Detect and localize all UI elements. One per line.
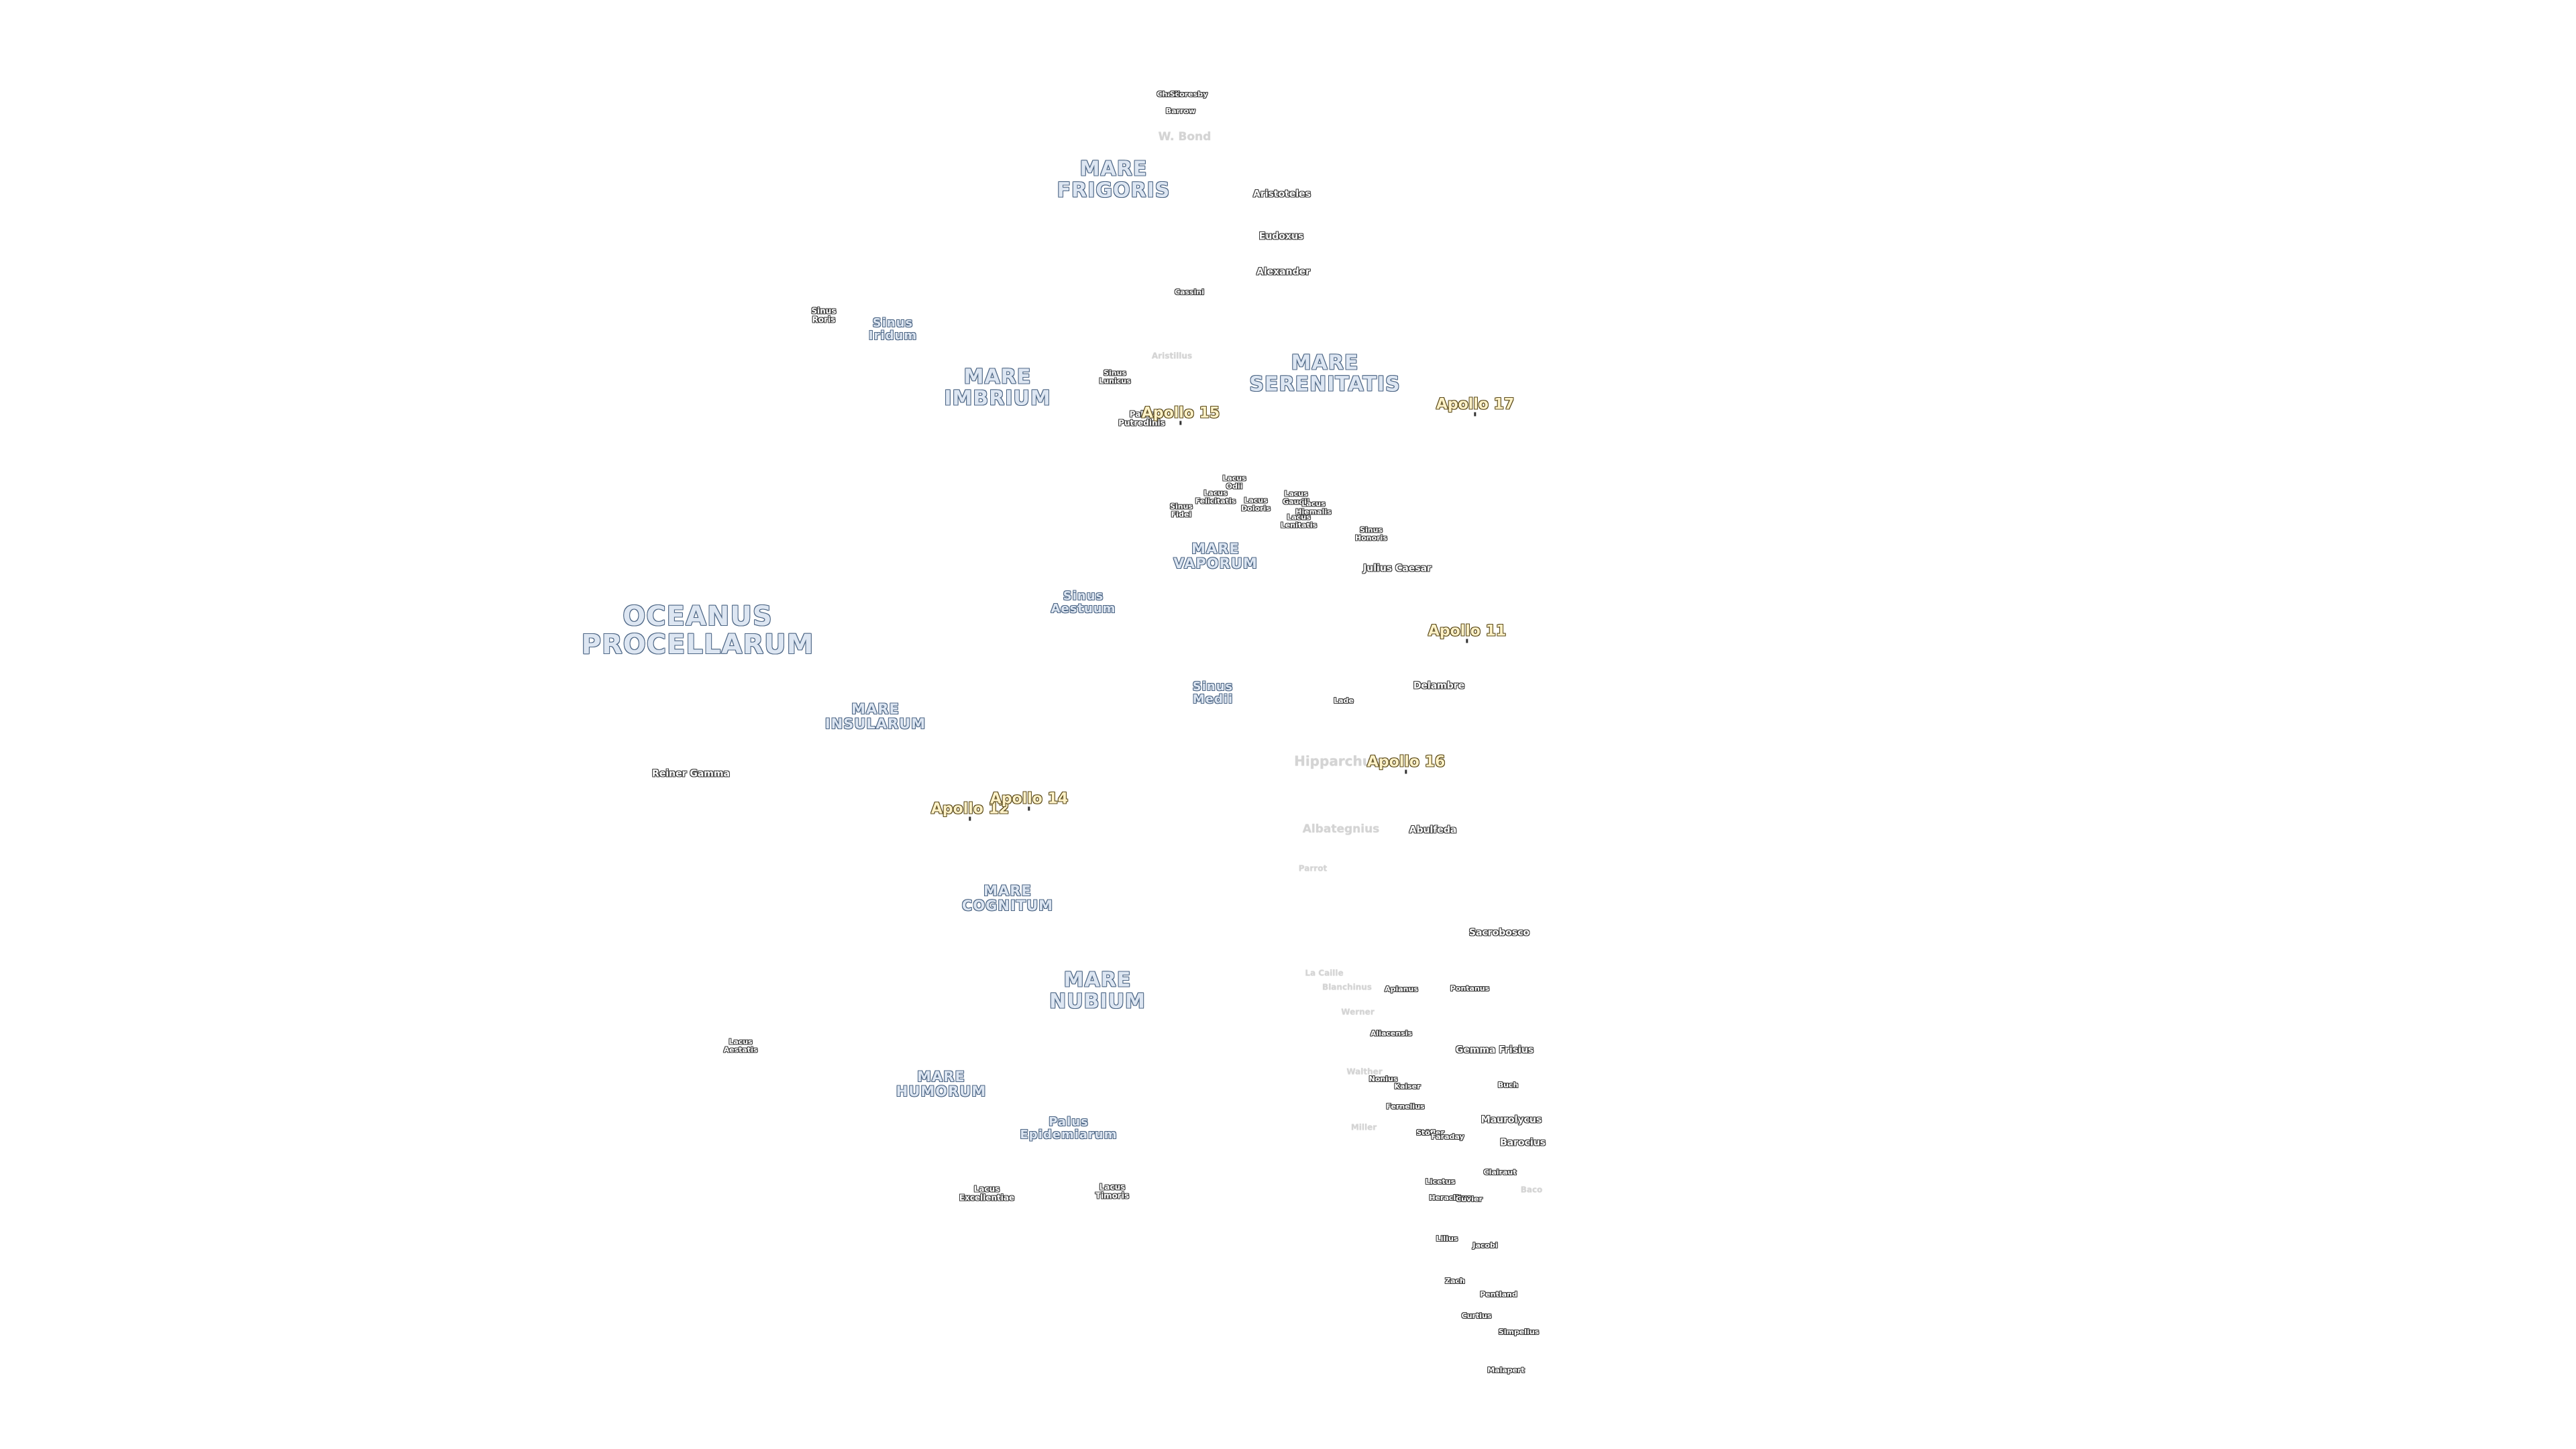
crater-pontanus-label: Pontanus (1450, 984, 1490, 994)
mare-insularum-label: MARE INSULARUM (824, 700, 926, 732)
mare-humorum-label: MARE HUMORUM (896, 1068, 987, 1099)
crater-hipparchus-label: Hipparchus (1294, 753, 1380, 769)
apollo-16-label: Apollo 16 (1367, 754, 1445, 774)
crater-scoresby-label: Scoresby (1169, 90, 1208, 99)
landing-site-marker (1405, 769, 1407, 774)
apollo-11-label: Apollo 11 (1428, 623, 1506, 643)
crater-faraday-label: Faraday (1431, 1132, 1464, 1142)
crater-lade-label: Lade (1334, 696, 1354, 706)
sinus-lunicus-label: Sinus Lunicus (1099, 368, 1131, 385)
lacus-hiemalis-label: Lacus Hiemalis (1295, 499, 1332, 516)
apollo-17-label: Apollo 17 (1436, 396, 1514, 417)
crater-cuvier-label: Cuvier (1456, 1195, 1483, 1204)
crater-aristillus-label: Aristillus (1151, 351, 1193, 361)
crater-la-caille-label: La Caille (1305, 968, 1344, 978)
crater-nonius-label: Nonius (1368, 1075, 1398, 1084)
crater-julius-caesar-label: Julius Caesar (1363, 563, 1432, 574)
sinus-medii-label: Sinus Medii (1192, 680, 1234, 706)
lacus-excellentiae-label: Lacus Excellentiae (959, 1184, 1015, 1202)
crater-barocius-label: Barocius (1499, 1137, 1546, 1148)
crater-w-bond-label: W. Bond (1158, 130, 1212, 144)
apollo-14-label: Apollo 14 (990, 791, 1068, 811)
landing-site-marker (969, 816, 971, 821)
crater-simpelius-label: Simpelius (1498, 1328, 1540, 1337)
lacus-lenitatis-label: Lacus Lenitatis (1280, 513, 1318, 529)
mare-cognitum-label: MARE COGNITUM (961, 882, 1054, 914)
crater-abulfeda-label: Abulfeda (1409, 824, 1457, 836)
crater-gemma-frisius-label: Gemma Frisius (1455, 1044, 1534, 1056)
crater-pentland-label: Pentland (1480, 1290, 1517, 1299)
crater-lilius-label: Lilius (1436, 1234, 1458, 1244)
crater-malapert-label: Malapert (1487, 1366, 1525, 1375)
crater-heraclitus-label: Heraclitus (1429, 1193, 1472, 1203)
crater-fernelius-label: Fernelius (1386, 1102, 1425, 1112)
crater-baco-label: Baco (1520, 1185, 1543, 1195)
crater-eudoxus-label: Eudoxus (1258, 231, 1304, 242)
crater-stofler-label: Stöfler (1416, 1128, 1444, 1138)
crater-buch-label: Buch (1497, 1081, 1519, 1090)
crater-reiner-gamma-label: Reiner Gamma (652, 768, 730, 780)
lacus-doloris-label: Lacus Doloris (1241, 496, 1271, 513)
crater-clairaut-label: Clairaut (1483, 1168, 1517, 1177)
lacus-timoris-label: Lacus Timoris (1095, 1182, 1130, 1200)
landing-site-marker (1474, 412, 1477, 417)
crater-werner-label: Werner (1341, 1007, 1375, 1017)
crater-albategnius-label: Albategnius (1302, 822, 1380, 837)
crater-apianus-label: Apianus (1385, 985, 1418, 994)
crater-aliacensis-label: Aliacensis (1370, 1029, 1413, 1038)
lacus-aestatis-label: Lacus Aestatis (723, 1037, 758, 1054)
palus-epidemiarum-label: Palus Epidemiarum (1020, 1115, 1118, 1142)
landing-site-marker (1179, 421, 1182, 425)
mare-imbrium-label: MARE IMBRIUM (944, 365, 1051, 410)
crater-walther-label: Walther (1346, 1067, 1383, 1077)
apollo-15-label: Apollo 15 (1142, 405, 1220, 425)
crater-alexander-label: Alexander (1256, 266, 1310, 278)
crater-kaiser-label: Kaiser (1394, 1082, 1421, 1091)
mare-frigoris-label: MARE FRIGORIS (1057, 157, 1171, 202)
palus-putredinis-label: Palus Putredinis (1118, 409, 1165, 427)
crater-barrow-label: Barrow (1165, 107, 1196, 116)
crater-challis-label: Challis (1157, 90, 1185, 99)
lacus-odii-label: Lacus Odii (1222, 474, 1246, 490)
crater-delambre-label: Delambre (1413, 680, 1465, 692)
crater-cassini-label: Cassini (1175, 288, 1204, 297)
sinus-iridum-label: Sinus Iridum (868, 316, 918, 343)
crater-licetus-label: Licetus (1425, 1177, 1456, 1187)
crater-blanchinus-label: Blanchinus (1322, 982, 1372, 992)
crater-miller-label: Miller (1350, 1122, 1377, 1132)
apollo-12-label: Apollo 12 (931, 801, 1009, 821)
lacus-felicitatis-label: Lacus Felicitatis (1195, 488, 1236, 505)
mare-serenitatis-label: MARE SERENITATIS (1249, 351, 1401, 396)
crater-sacrobosco-label: Sacrobosco (1468, 927, 1530, 938)
sinus-fidei-label: Sinus Fidei (1170, 502, 1193, 519)
crater-zach-label: Zach (1445, 1277, 1465, 1286)
ocean-oceanus-procellarum-label: OCEANUS PROCELLARUM (581, 601, 814, 660)
landing-site-marker (1466, 639, 1468, 643)
crater-aristoteles-label: Aristoteles (1253, 189, 1311, 200)
sinus-aestuum-label: Sinus Aestuum (1051, 589, 1116, 616)
lacus-gaudii-label: Lacus Gaudii (1283, 489, 1309, 506)
landing-site-marker (1028, 806, 1030, 811)
crater-jacobi-label: Jacobi (1472, 1241, 1498, 1250)
mare-vaporum-label: MARE VAPORUM (1173, 540, 1258, 572)
mare-nubium-label: MARE NUBIUM (1049, 968, 1146, 1013)
crater-maurolycus-label: Maurolycus (1481, 1114, 1542, 1126)
sinus-roris-label: Sinus Roris (811, 306, 837, 324)
crater-parrot-label: Parrot (1298, 863, 1328, 873)
sinus-honoris-label: Sinus Honoris (1355, 525, 1387, 542)
crater-curtius-label: Curtius (1461, 1311, 1492, 1321)
